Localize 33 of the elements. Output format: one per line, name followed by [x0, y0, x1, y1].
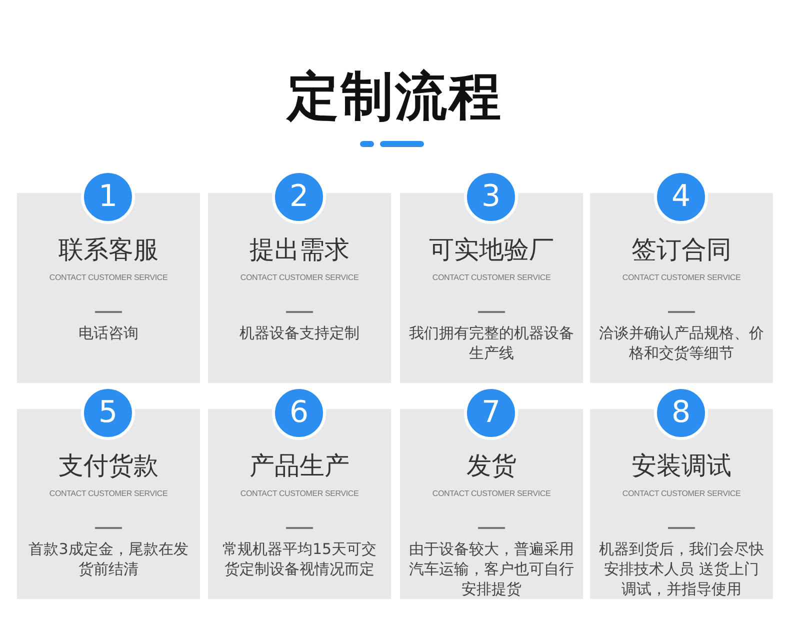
step-subtitle: CONTACT CUSTOMER SERVICE — [48, 273, 169, 282]
step-title: 安装调试 — [630, 450, 732, 482]
step-number-circle: 2 — [272, 170, 326, 224]
step-subtitle: CONTACT CUSTOMER SERVICE — [431, 273, 552, 282]
step-number-circle: 4 — [654, 170, 708, 224]
step-description: 常规机器平均15天可交货定制设备视情况而定 — [221, 539, 378, 579]
step-description: 首款3成定金，尾款在发货前结清 — [28, 539, 190, 579]
step-description: 机器设备支持定制 — [238, 323, 360, 343]
step-description: 洽谈并确认产品规格、价格和交货等细节 — [598, 323, 765, 363]
step-number-circle: 8 — [654, 386, 708, 440]
step-subtitle: CONTACT CUSTOMER SERVICE — [239, 273, 360, 282]
step-number-circle: 6 — [272, 386, 326, 440]
step-number-circle: 3 — [464, 170, 518, 224]
step-description: 由于设备较大，普遍采用汽车运输，客户也可自行安排提货 — [408, 539, 575, 599]
step-subtitle: CONTACT CUSTOMER SERVICE — [621, 273, 742, 282]
step-title: 可实地验厂 — [428, 234, 555, 266]
step-subtitle: CONTACT CUSTOMER SERVICE — [239, 489, 360, 498]
step-subtitle: CONTACT CUSTOMER SERVICE — [48, 489, 169, 498]
step-title: 签订合同 — [630, 234, 732, 266]
step-description: 我们拥有完整的机器设备生产线 — [408, 323, 575, 363]
step-title: 产品生产 — [248, 450, 350, 482]
step-description: 机器到货后，我们会尽快安排技术人员 送货上门调试，并指导使用 — [598, 539, 765, 599]
step-number-circle: 1 — [81, 170, 135, 224]
step-title: 支付货款 — [58, 450, 160, 482]
step-subtitle: CONTACT CUSTOMER SERVICE — [621, 489, 742, 498]
step-title: 发货 — [466, 450, 518, 482]
title: 定制流程 — [285, 66, 504, 129]
step-subtitle: CONTACT CUSTOMER SERVICE — [431, 489, 552, 498]
step-number-circle: 5 — [81, 386, 135, 440]
step-title: 联系客服 — [58, 234, 160, 266]
step-description: 电话咨询 — [78, 323, 140, 343]
step-number-circle: 7 — [464, 386, 518, 440]
step-title: 提出需求 — [248, 234, 350, 266]
